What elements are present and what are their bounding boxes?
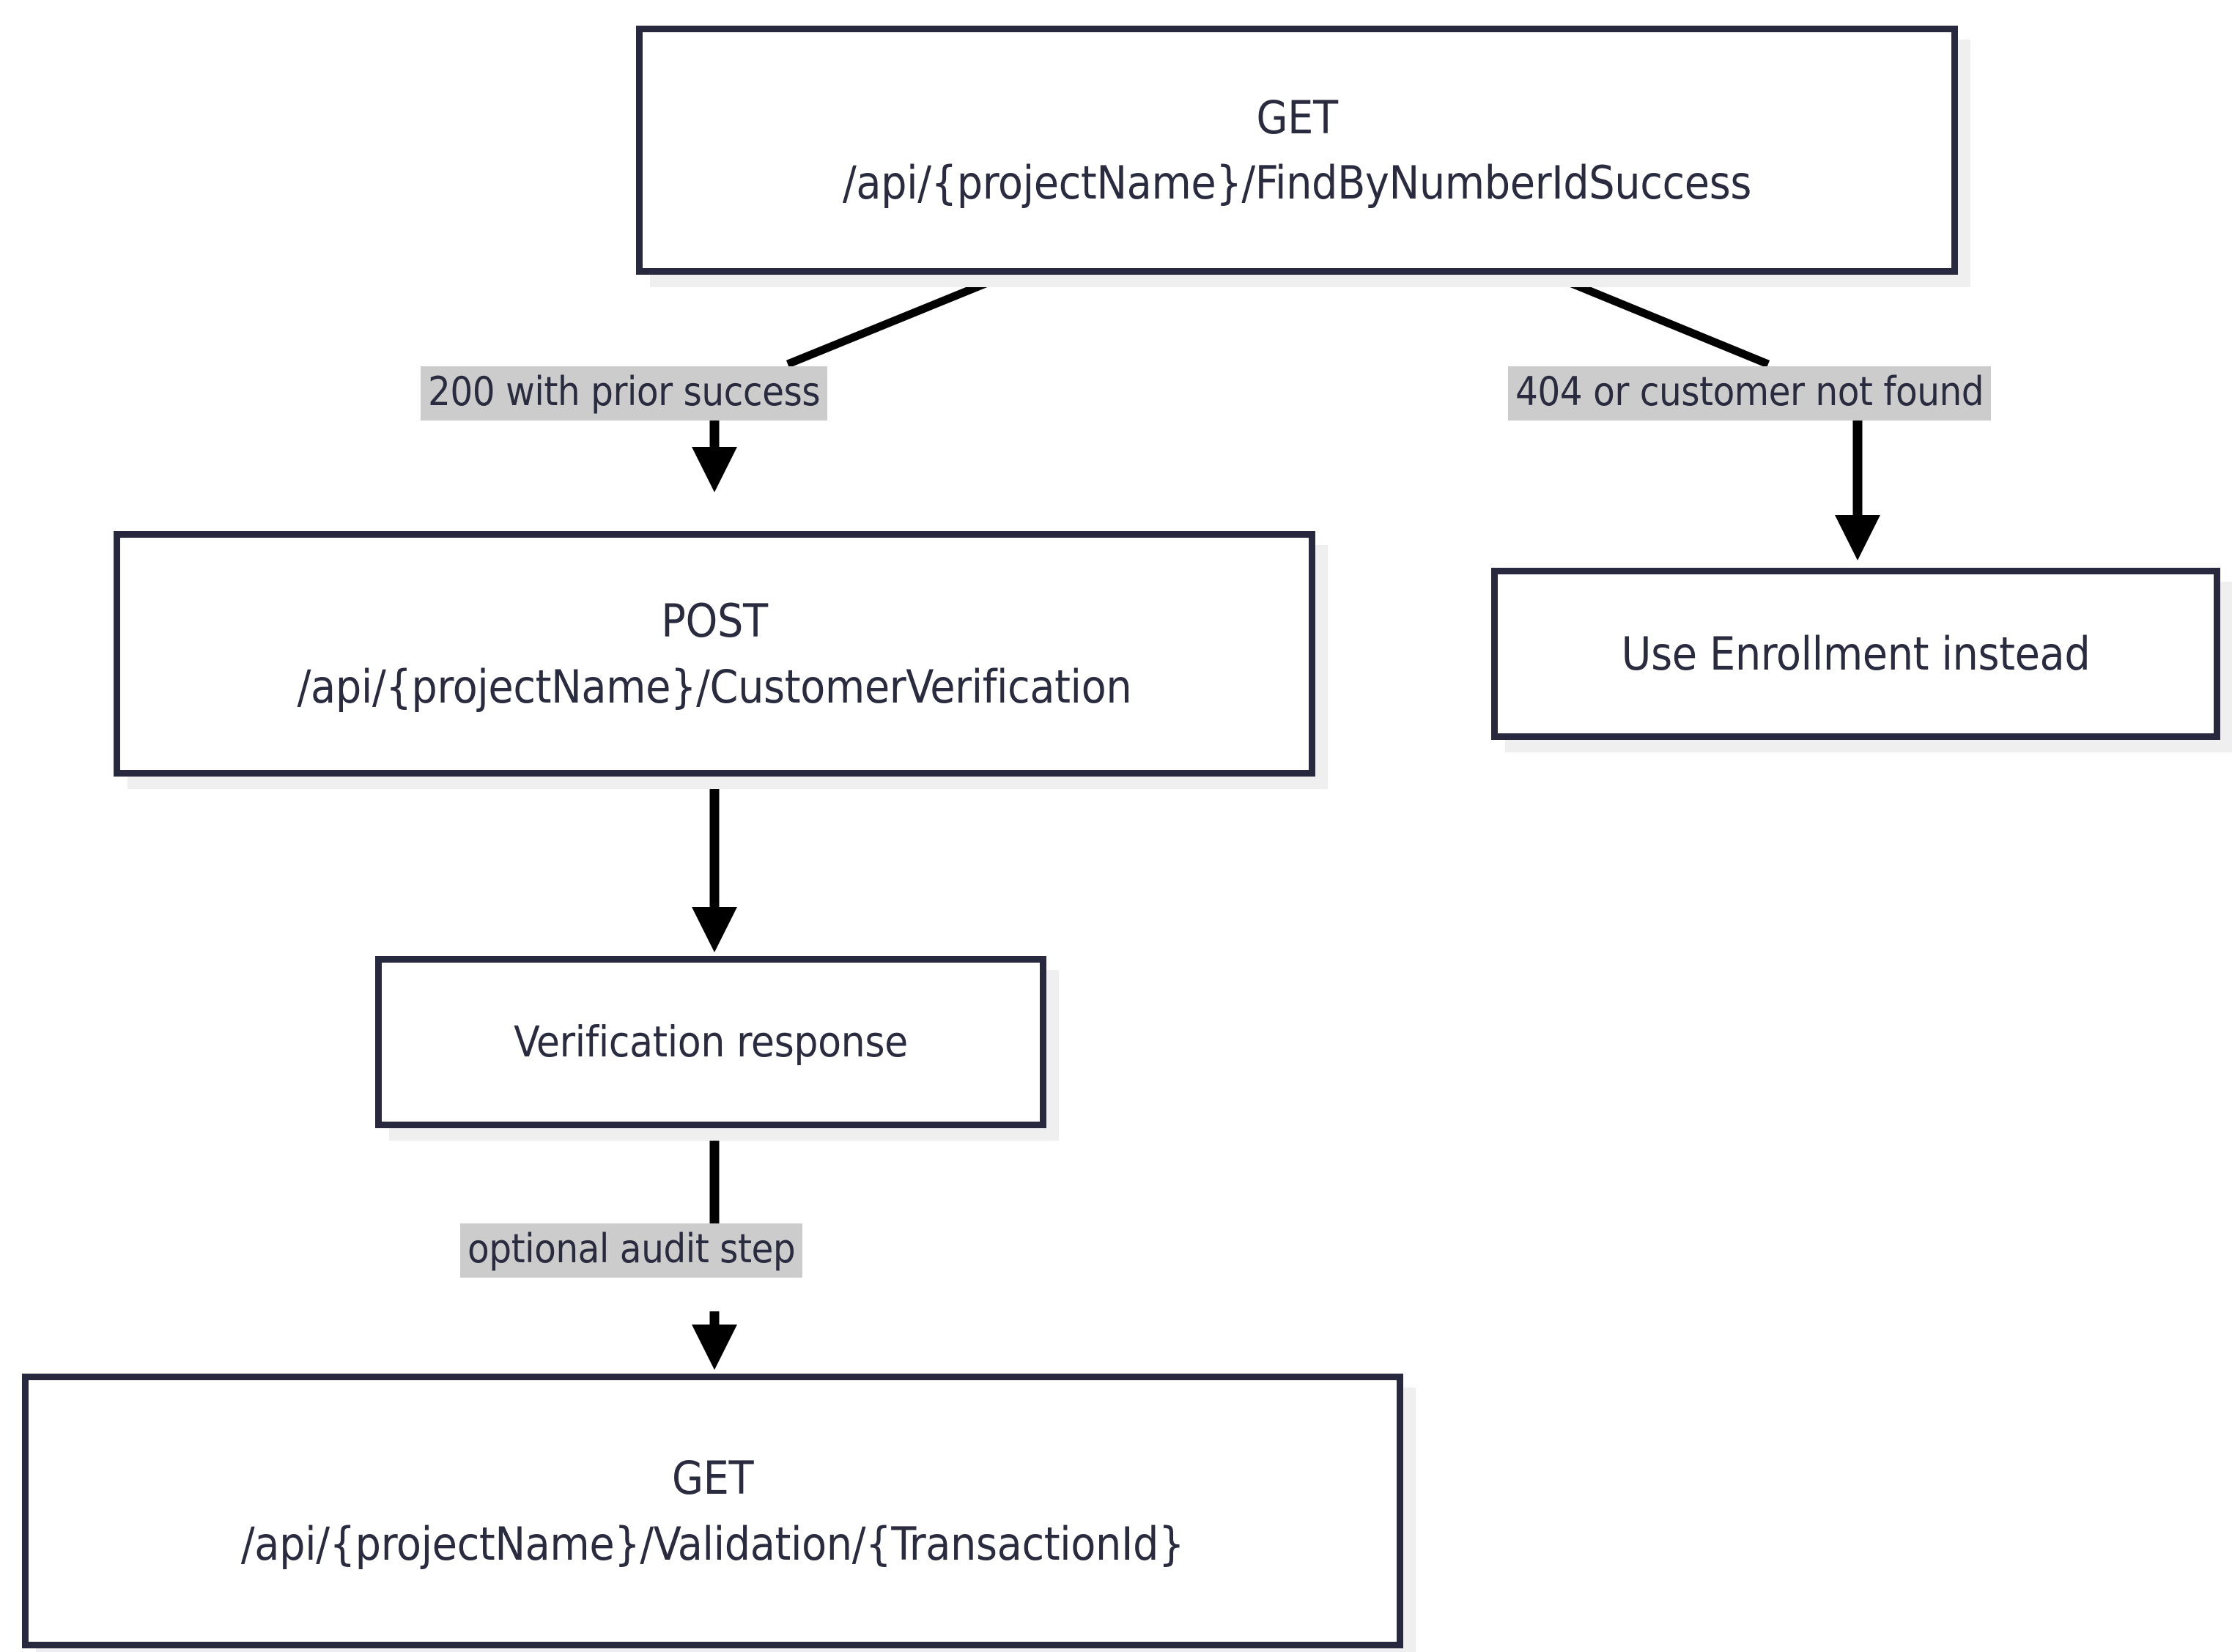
edge-label-404-or-customer-not-found: 404 or customer not found <box>1508 366 1992 421</box>
node-text-label: Use Enrollment instead <box>1621 626 2091 681</box>
node-method-label: GET <box>1256 90 1338 144</box>
node-verification-response[interactable]: Verification response <box>375 956 1046 1128</box>
node-post-customer-verification[interactable]: POST /api/{projectName}/CustomerVerifica… <box>114 531 1315 777</box>
node-use-enrollment-instead[interactable]: Use Enrollment instead <box>1491 568 2220 740</box>
node-get-find-by-number-id-success[interactable]: GET /api/{projectName}/FindByNumberIdSuc… <box>636 26 1958 275</box>
edge-verification-response <box>692 777 737 952</box>
node-method-label: GET <box>671 1451 754 1505</box>
node-get-validation-transaction-id[interactable]: GET /api/{projectName}/Validation/{Trans… <box>22 1374 1403 1648</box>
node-method-label: POST <box>661 594 768 648</box>
node-path-label: /api/{projectName}/Validation/{Transacti… <box>240 1516 1185 1571</box>
node-path-label: /api/{projectName}/CustomerVerification <box>297 659 1132 714</box>
edge-label-200-with-prior-success: 200 with prior success <box>421 366 828 421</box>
node-text-label: Verification response <box>514 1017 908 1067</box>
node-path-label: /api/{projectName}/FindByNumberIdSuccess <box>842 156 1752 210</box>
edge-label-optional-audit-step: optional audit step <box>460 1223 803 1278</box>
